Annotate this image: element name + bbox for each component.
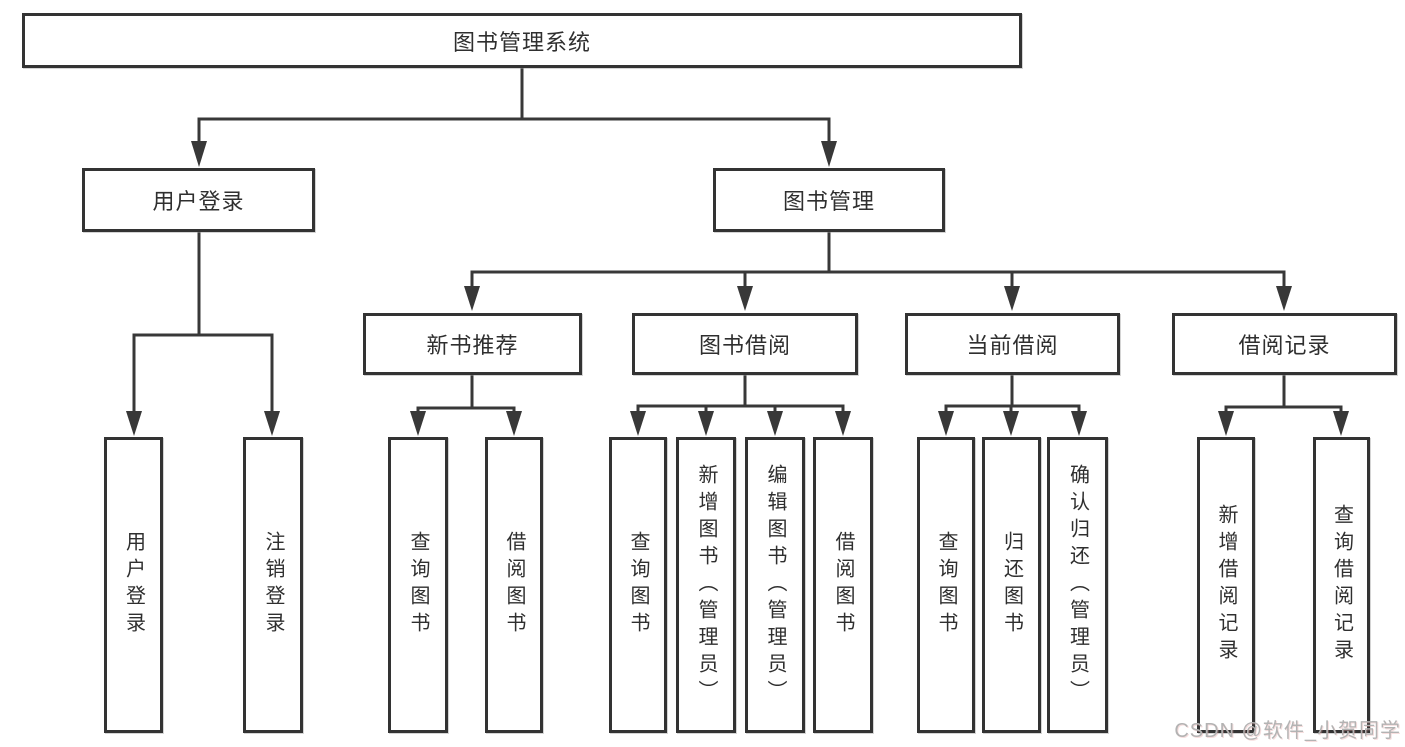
leaf-label: 用户登录 — [122, 531, 145, 639]
node-current-borrowing: 当前借阅 — [905, 313, 1120, 375]
node-library-management-system: 图书管理系统 — [22, 13, 1022, 68]
leaf-borrow-books: 借阅图书 — [813, 437, 873, 733]
leaf-edit-books-admin: 编辑图书（管理员） — [745, 437, 805, 733]
node-label: 当前借阅 — [966, 333, 1059, 358]
leaf-borrow-books-recommend: 借阅图书 — [485, 437, 543, 733]
leaf-label: 编辑图书（管理员） — [764, 463, 786, 707]
leaf-query-borrow-record: 查询借阅记录 — [1313, 437, 1370, 733]
leaf-return-books: 归还图书 — [982, 437, 1041, 733]
leaf-label: 注销登录 — [262, 531, 284, 639]
leaf-label: 新增图书（管理员） — [695, 463, 717, 707]
leaf-query-books-recommend: 查询图书 — [388, 437, 448, 733]
leaf-label: 查询图书 — [407, 531, 429, 639]
leaf-logout: 注销登录 — [243, 437, 303, 733]
leaf-add-books-admin: 新增图书（管理员） — [676, 437, 736, 733]
node-book-management: 图书管理 — [713, 168, 945, 232]
node-label: 用户登录 — [152, 189, 245, 214]
leaf-confirm-return-admin: 确认归还（管理员） — [1047, 437, 1108, 733]
node-user-login: 用户登录 — [82, 168, 315, 232]
node-label: 图书管理系统 — [452, 29, 591, 55]
csdn-watermark: CSDN @软件_小贺同学 — [1174, 720, 1401, 742]
leaf-query-books-current: 查询图书 — [917, 437, 975, 733]
leaf-add-borrow-record: 新增借阅记录 — [1197, 437, 1255, 733]
leaf-query-books-borrow: 查询图书 — [609, 437, 667, 733]
leaf-label: 查询图书 — [627, 531, 649, 639]
leaf-label: 借阅图书 — [503, 531, 525, 639]
node-book-borrowing: 图书借阅 — [632, 313, 858, 375]
node-label: 新书推荐 — [426, 333, 519, 358]
node-label: 借阅记录 — [1238, 333, 1331, 358]
leaf-user-login: 用户登录 — [104, 437, 163, 733]
node-new-book-recommendation: 新书推荐 — [363, 313, 582, 375]
leaf-label: 确认归还（管理员） — [1066, 463, 1089, 707]
leaf-label: 新增借阅记录 — [1215, 504, 1237, 666]
node-label: 图书管理 — [782, 189, 875, 214]
leaf-label: 查询借阅记录 — [1330, 504, 1353, 666]
leaf-label: 查询图书 — [935, 531, 957, 639]
leaf-label: 归还图书 — [1000, 531, 1023, 639]
leaf-label: 借阅图书 — [832, 531, 854, 639]
node-borrowing-records: 借阅记录 — [1172, 313, 1397, 375]
node-label: 图书借阅 — [698, 333, 791, 358]
